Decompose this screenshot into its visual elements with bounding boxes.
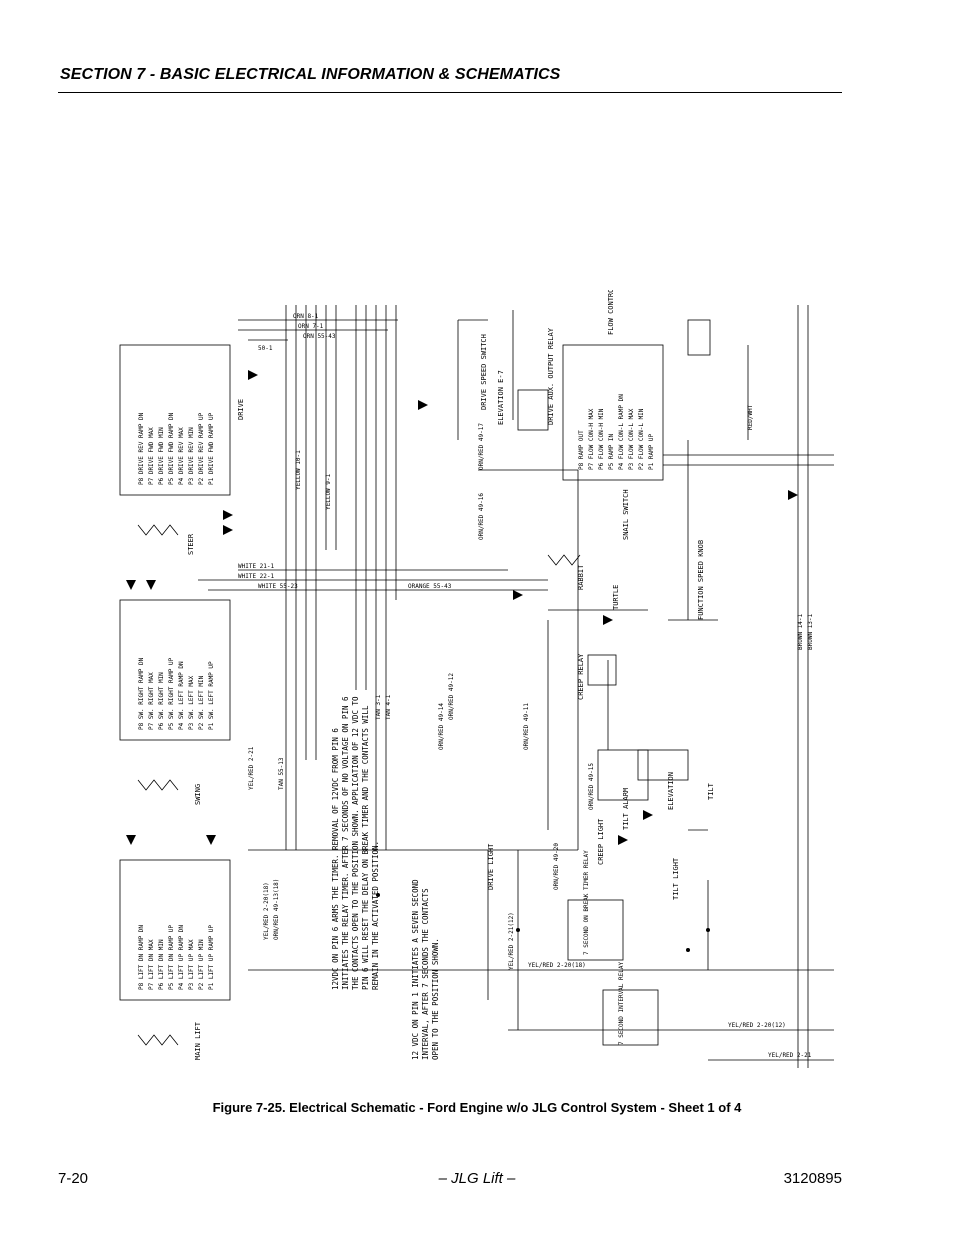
svg-text:YELLOW 9-1: YELLOW 9-1 (325, 473, 332, 510)
svg-text:TAN 4-1: TAN 4-1 (385, 694, 392, 720)
svg-text:YELLOW 10-1: YELLOW 10-1 (295, 450, 302, 490)
svg-text:TILT: TILT (707, 782, 715, 800)
svg-text:P8 DRIVE REV RAMP DN: P8 DRIVE REV RAMP DN (138, 412, 145, 485)
svg-text:TAN 55-13: TAN 55-13 (278, 757, 285, 790)
svg-text:ELEVATION E-7: ELEVATION E-7 (497, 370, 505, 425)
svg-text:P5 RAMP IN: P5 RAMP IN (608, 433, 615, 470)
svg-text:RABBIT: RABBIT (577, 564, 585, 590)
svg-text:CREEP RELAY: CREEP RELAY (577, 653, 585, 700)
svg-text:P1 RAMP UP: P1 RAMP UP (648, 433, 655, 470)
document-number: 3120895 (783, 1170, 842, 1187)
page-number: 7-20 (58, 1170, 89, 1187)
electrical-schematic: P8 DRIVE REV RAMP DN P7 DRIVE FWD MAX P6… (108, 290, 834, 1068)
svg-text:ORN 7-1: ORN 7-1 (298, 323, 324, 330)
svg-text:YEL/RED 2-20(18): YEL/RED 2-20(18) (528, 962, 586, 969)
svg-text:FUNCTION SPEED KNOB: FUNCTION SPEED KNOB (697, 540, 705, 620)
footer-brand: – JLG Lift – (438, 1170, 516, 1187)
svg-text:TAN 3-1: TAN 3-1 (375, 694, 382, 720)
svg-text:ORN/RED 49-14: ORN/RED 49-14 (438, 703, 445, 750)
svg-text:ORN 8-1: ORN 8-1 (293, 313, 319, 320)
swing-module-box (119, 599, 231, 741)
svg-text:P7 FLOW CON-H MAX: P7 FLOW CON-H MAX (588, 408, 595, 470)
svg-text:P1 LIFT UP RAMP UP: P1 LIFT UP RAMP UP (208, 925, 215, 990)
svg-text:P5 DRIVE FWD RAMP DN: P5 DRIVE FWD RAMP DN (168, 412, 175, 485)
svg-text:ORN/RED 49-17: ORN/RED 49-17 (478, 423, 485, 470)
svg-text:P2 SW. LEFT MIN: P2 SW. LEFT MIN (198, 675, 205, 730)
svg-text:RED/WHT: RED/WHT (747, 404, 754, 430)
svg-text:P2 LIFT UP MIN: P2 LIFT UP MIN (198, 939, 205, 990)
svg-text:50-1: 50-1 (258, 345, 273, 352)
svg-text:ORN/RED 49-13(18): ORN/RED 49-13(18) (273, 879, 280, 940)
svg-text:12 VDC ON PIN 1 INITIATES A SE: 12 VDC ON PIN 1 INITIATES A SEVEN SECOND… (411, 875, 440, 1060)
svg-text:P3 LIFT UP MAX: P3 LIFT UP MAX (188, 939, 195, 990)
svg-text:BROWN 14-1: BROWN 14-1 (797, 613, 804, 650)
svg-text:TILT ALARM: TILT ALARM (622, 788, 630, 830)
svg-text:YEL/RED 2-21: YEL/RED 2-21 (248, 746, 255, 790)
svg-text:STEER: STEER (187, 533, 195, 555)
svg-text:ORN/RED 49-11: ORN/RED 49-11 (523, 703, 530, 750)
svg-text:ORN/RED 49-12: ORN/RED 49-12 (448, 673, 455, 720)
svg-text:12VDC ON PIN 6 ARMS THE TIMER.: 12VDC ON PIN 6 ARMS THE TIMER. REMOVAL O… (331, 692, 380, 990)
svg-text:P4 FLOW CON-L RAMP DN: P4 FLOW CON-L RAMP DN (618, 394, 625, 470)
svg-text:P2 DRIVE REV RAMP UP: P2 DRIVE REV RAMP UP (198, 412, 205, 485)
svg-text:P4 DRIVE REV MAX: P4 DRIVE REV MAX (178, 427, 185, 485)
svg-text:P3 DRIVE REV MIN: P3 DRIVE REV MIN (188, 427, 195, 485)
svg-text:DRIVE AUX. OUTPUT RELAY: DRIVE AUX. OUTPUT RELAY (547, 327, 555, 425)
svg-text:P6 FLOW CON-H MIN: P6 FLOW CON-H MIN (598, 408, 605, 470)
svg-text:TILT LIGHT: TILT LIGHT (672, 857, 680, 900)
svg-text:FLOW CONTROL CARD: FLOW CONTROL CARD (607, 290, 615, 335)
svg-text:P6 DRIVE FWD MIN: P6 DRIVE FWD MIN (158, 427, 165, 485)
svg-text:DRIVE: DRIVE (237, 399, 245, 420)
svg-text:7 SECOND INTERVAL RELAY: 7 SECOND INTERVAL RELAY (618, 962, 625, 1045)
svg-text:ORN/RED 49-16: ORN/RED 49-16 (478, 493, 485, 540)
schematic-drawing: P8 DRIVE REV RAMP DN P7 DRIVE FWD MAX P6… (119, 290, 834, 1068)
svg-text:YEL/RED 2-21(12): YEL/RED 2-21(12) (508, 912, 515, 970)
lift-module-box (119, 859, 231, 1001)
svg-text:WHITE 22-1: WHITE 22-1 (238, 573, 275, 580)
svg-text:P5 LIFT DN RAMP UP: P5 LIFT DN RAMP UP (168, 925, 175, 990)
svg-text:P6 SW. RIGHT MIN: P6 SW. RIGHT MIN (158, 672, 165, 730)
svg-text:P8 LIFT DN RAMP DN: P8 LIFT DN RAMP DN (138, 925, 145, 990)
svg-text:P1 SW. LEFT RAMP UP: P1 SW. LEFT RAMP UP (208, 661, 215, 730)
svg-text:MAIN LIFT: MAIN LIFT (194, 1021, 202, 1060)
svg-text:P8 SW. RIGHT RAMP DN: P8 SW. RIGHT RAMP DN (138, 657, 145, 730)
section-title: SECTION 7 - BASIC ELECTRICAL INFORMATION… (60, 66, 561, 83)
svg-text:P6 LIFT DN MIN: P6 LIFT DN MIN (158, 939, 165, 990)
figure-caption: Figure 7-25. Electrical Schematic - Ford… (212, 1100, 742, 1115)
svg-text:DRIVE LIGHT: DRIVE LIGHT (487, 843, 495, 890)
svg-text:WHITE 21-1: WHITE 21-1 (238, 563, 275, 570)
svg-text:BROWN 13-1: BROWN 13-1 (807, 613, 814, 650)
flow-card-box (562, 344, 664, 481)
svg-text:CREEP LIGHT: CREEP LIGHT (597, 818, 605, 865)
svg-text:P3 SW. LEFT MAX: P3 SW. LEFT MAX (188, 675, 195, 730)
svg-text:YEL/RED 2-20(18): YEL/RED 2-20(18) (263, 882, 270, 940)
page-header: SECTION 7 - BASIC ELECTRICAL INFORMATION… (58, 64, 842, 93)
svg-text:YEL/RED 2-20(12): YEL/RED 2-20(12) (728, 1022, 786, 1029)
svg-text:P7 DRIVE FWD MAX: P7 DRIVE FWD MAX (148, 427, 155, 485)
svg-text:P3 FLOW CON-L MAX: P3 FLOW CON-L MAX (628, 408, 635, 470)
drive-module-box (119, 344, 231, 496)
svg-text:P5 SW. RIGHT RAMP UP: P5 SW. RIGHT RAMP UP (168, 657, 175, 730)
svg-text:ORN 55-43: ORN 55-43 (303, 333, 336, 340)
svg-text:ORN/RED 49-15: ORN/RED 49-15 (588, 763, 595, 810)
svg-text:P1 DRIVE FWD RAMP UP: P1 DRIVE FWD RAMP UP (208, 412, 215, 485)
svg-text:SNAIL SWITCH: SNAIL SWITCH (622, 489, 630, 540)
svg-text:DRIVE SPEED SWITCH: DRIVE SPEED SWITCH (480, 334, 488, 410)
svg-text:ORANGE 55-43: ORANGE 55-43 (408, 583, 452, 590)
svg-text:P8 RAMP OUT: P8 RAMP OUT (578, 430, 585, 470)
svg-text:TURTLE: TURTLE (612, 585, 620, 610)
svg-text:P4 SW. LEFT RAMP DN: P4 SW. LEFT RAMP DN (178, 661, 185, 730)
svg-text:P7 LIFT DN MAX: P7 LIFT DN MAX (148, 939, 155, 990)
svg-text:SWING: SWING (194, 784, 202, 805)
svg-text:P4 LIFT UP RAMP DN: P4 LIFT UP RAMP DN (178, 925, 185, 990)
svg-text:YEL/RED 2-21: YEL/RED 2-21 (768, 1052, 812, 1059)
svg-text:7 SECOND ON BREAK TIMER RELAY: 7 SECOND ON BREAK TIMER RELAY (583, 850, 590, 955)
svg-text:P7 SW. RIGHT MAX: P7 SW. RIGHT MAX (148, 672, 155, 730)
svg-text:P2 FLOW CON-L MIN: P2 FLOW CON-L MIN (638, 408, 645, 470)
svg-text:ELEVATION: ELEVATION (667, 772, 675, 810)
svg-text:WHITE 55-23: WHITE 55-23 (258, 583, 298, 590)
svg-text:ORN/RED 49-20: ORN/RED 49-20 (553, 843, 560, 890)
